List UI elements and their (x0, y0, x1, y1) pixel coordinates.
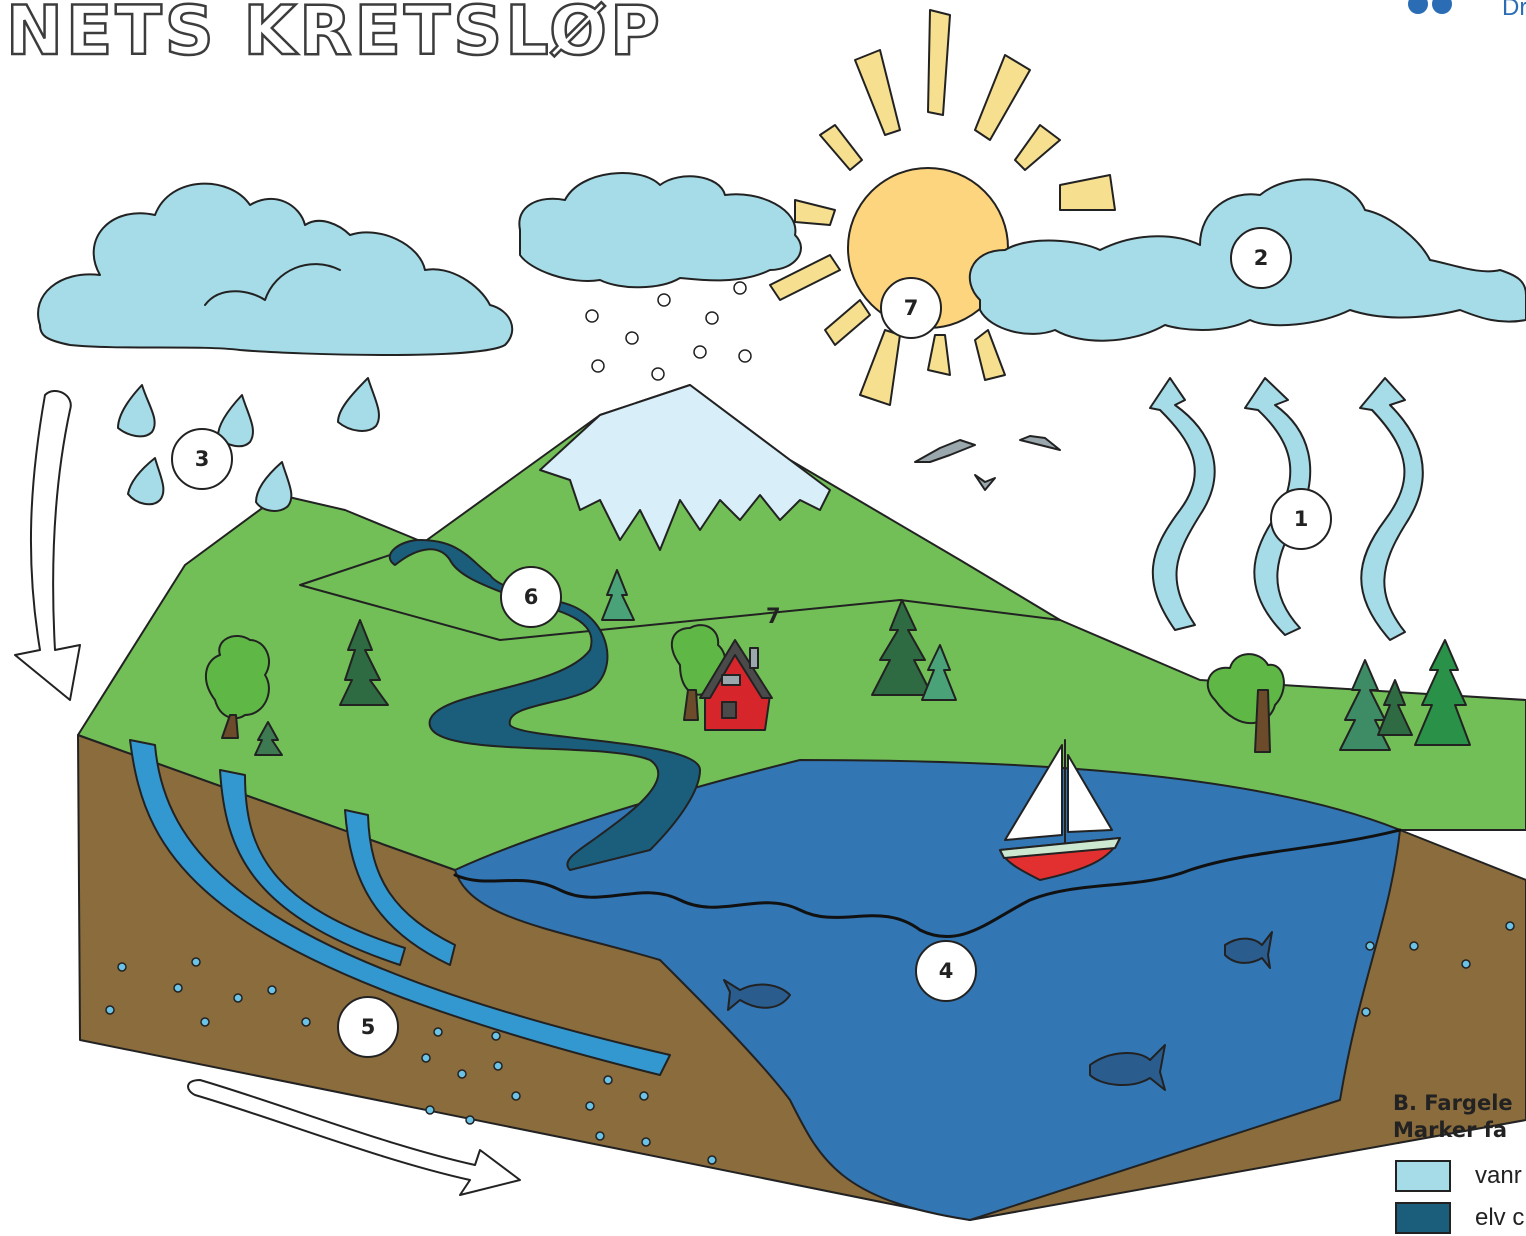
label-lake: 4 (915, 940, 977, 1002)
rain-drops (118, 378, 379, 511)
cloud-left (38, 184, 512, 355)
task-line-2: Marker fa (1393, 1117, 1513, 1144)
birds (915, 436, 1060, 490)
task-line-1: B. Fargele (1393, 1090, 1513, 1117)
legend-swatch (1395, 1202, 1451, 1234)
label-condensation: 2 (1230, 227, 1292, 289)
task-instructions: B. Fargele Marker fa (1393, 1090, 1513, 1144)
label-evaporation: 1 (1270, 488, 1332, 550)
label-house: 7 (766, 604, 781, 628)
label-groundwater: 5 (337, 996, 399, 1058)
legend-swatch (1395, 1160, 1451, 1192)
corner-text: Dr (1502, 0, 1526, 22)
page-title: NETS KRETSLØP (6, 0, 663, 71)
legend-label: vanr (1475, 1162, 1522, 1190)
snowflakes (586, 282, 751, 380)
decorative-dots (1408, 0, 1456, 18)
label-precipitation: 3 (171, 428, 233, 490)
label-river: 6 (500, 566, 562, 628)
runoff-arrow (15, 391, 80, 700)
cloud-top (519, 173, 801, 287)
label-sun: 7 (880, 277, 942, 339)
legend-label: elv c (1475, 1204, 1524, 1232)
